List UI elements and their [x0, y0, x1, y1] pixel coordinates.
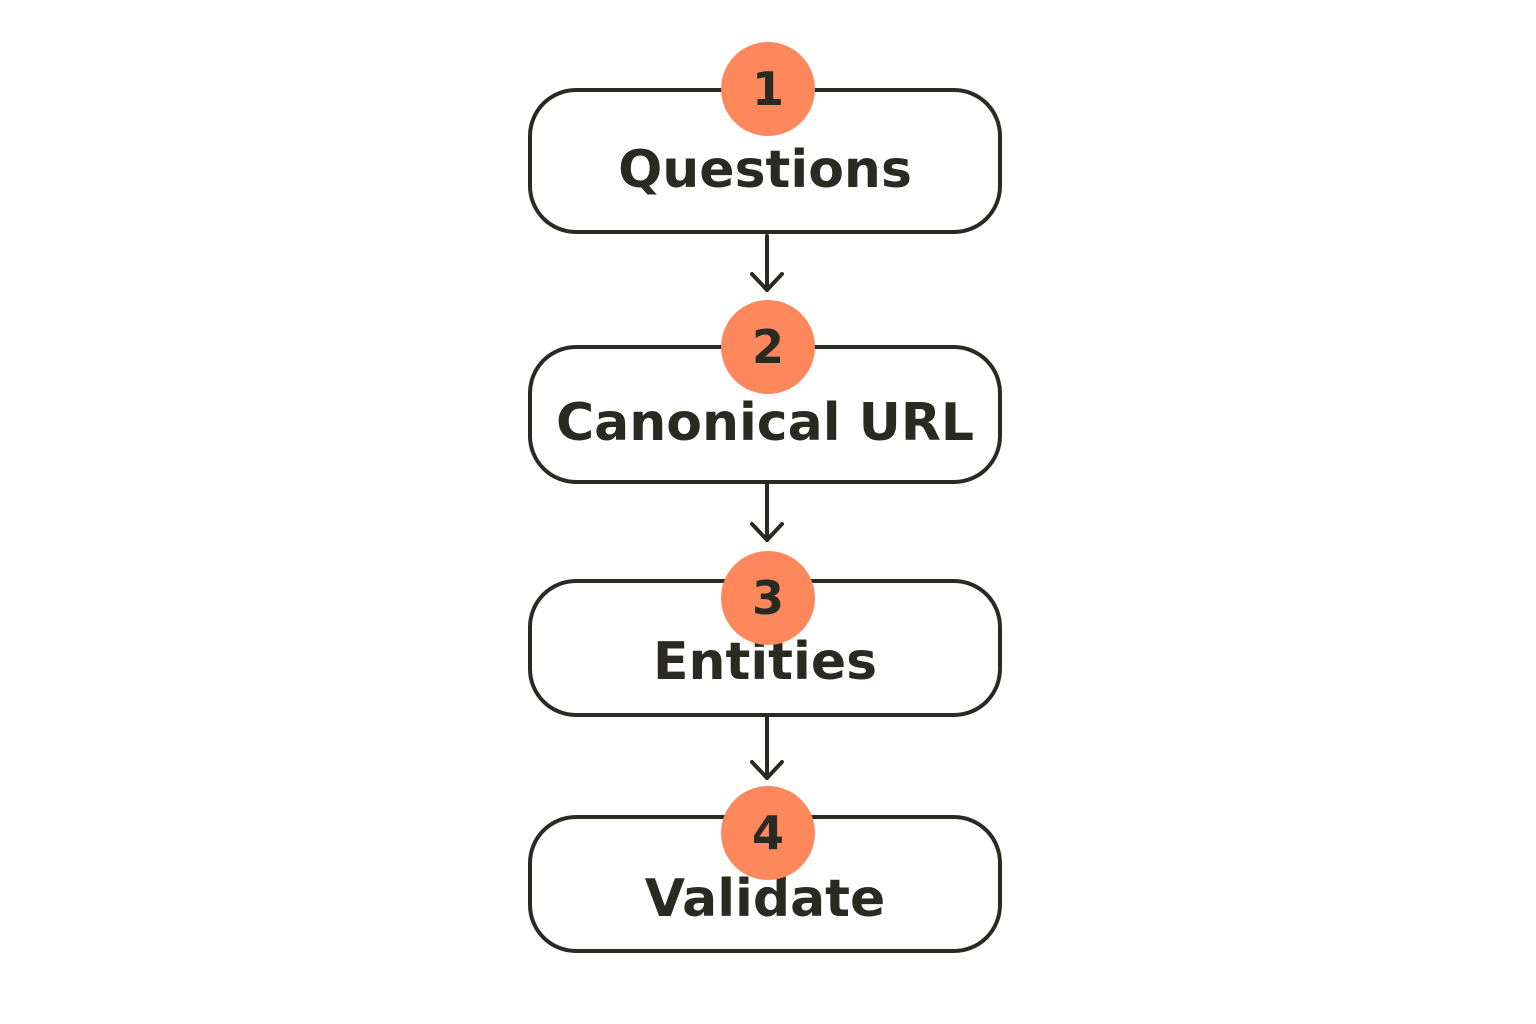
arrow-1-to-2 [750, 234, 784, 292]
step-1-badge: 1 [721, 42, 815, 136]
arrow-3-to-4 [750, 714, 784, 780]
step-4-badge: 4 [721, 786, 815, 880]
step-3-badge: 3 [721, 551, 815, 645]
step-2-label: Canonical URL [555, 393, 975, 453]
arrow-2-to-3 [750, 482, 784, 542]
step-1-box: Questions [528, 88, 1002, 234]
step-4-label: Validate [644, 869, 886, 929]
step-2-badge: 2 [721, 300, 815, 394]
step-1-label: Questions [618, 140, 912, 200]
